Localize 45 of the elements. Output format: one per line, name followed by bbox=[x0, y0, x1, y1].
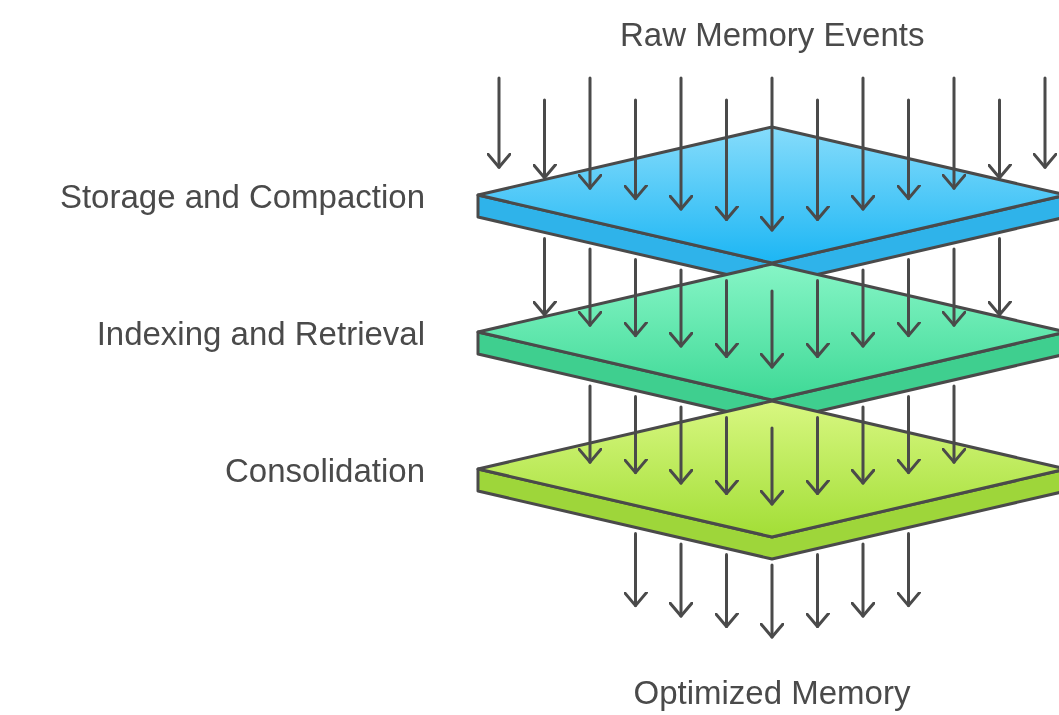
arrow bbox=[941, 76, 967, 190]
arrow bbox=[805, 279, 830, 359]
arrow bbox=[714, 279, 739, 359]
arrow bbox=[714, 98, 739, 222]
arrow bbox=[805, 416, 830, 496]
arrow bbox=[668, 405, 694, 485]
arrow bbox=[759, 563, 785, 639]
arrow bbox=[896, 531, 921, 608]
arrow bbox=[987, 98, 1012, 180]
arrow bbox=[668, 76, 694, 211]
layer-label: Storage and Compaction bbox=[59, 177, 425, 217]
arrow bbox=[668, 268, 694, 348]
arrow bbox=[896, 257, 921, 338]
arrow bbox=[896, 394, 921, 475]
arrow bbox=[577, 384, 603, 464]
arrow bbox=[623, 98, 648, 201]
arrow bbox=[759, 76, 785, 232]
arrow bbox=[532, 98, 557, 180]
arrow bbox=[714, 416, 739, 496]
output-label: Optimized Memory bbox=[633, 673, 911, 713]
arrow bbox=[623, 394, 648, 475]
arrow bbox=[896, 98, 921, 201]
arrow bbox=[805, 553, 830, 629]
arrow bbox=[941, 384, 967, 464]
arrow bbox=[714, 553, 739, 629]
arrow bbox=[577, 76, 603, 190]
arrow bbox=[623, 531, 648, 608]
input-label: Raw Memory Events bbox=[620, 15, 925, 55]
arrow bbox=[987, 236, 1012, 317]
arrow bbox=[759, 426, 785, 506]
arrow bbox=[668, 542, 694, 618]
arrow bbox=[805, 98, 830, 222]
arrow bbox=[850, 268, 876, 348]
arrow bbox=[577, 247, 603, 327]
arrow bbox=[759, 289, 785, 369]
arrow bbox=[532, 236, 557, 317]
arrow bbox=[941, 247, 967, 327]
arrow bbox=[850, 542, 876, 618]
arrow bbox=[850, 405, 876, 485]
arrow bbox=[1032, 76, 1058, 169]
arrow bbox=[850, 76, 876, 211]
layer-label: Consolidation bbox=[225, 451, 425, 491]
layer-label: Indexing and Retrieval bbox=[96, 314, 425, 354]
arrow bbox=[623, 257, 648, 338]
arrow bbox=[486, 76, 512, 169]
